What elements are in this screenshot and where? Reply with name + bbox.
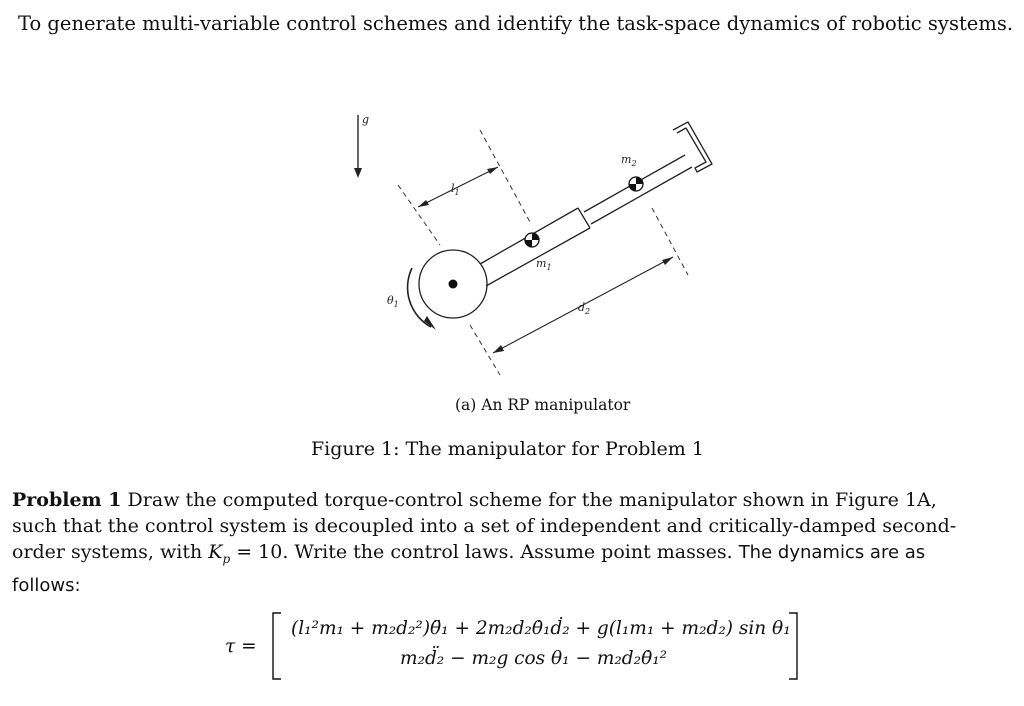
prismatic-label: d2 (578, 301, 590, 316)
figure-subcaption: (a) An RP manipulator (455, 396, 631, 414)
figure-caption: Figure 1: The manipulator for Problem 1 (311, 438, 704, 460)
rp-manipulator-figure: g m1 m2 l1 (354, 113, 713, 376)
kp-subscript: p (222, 551, 231, 566)
mass-1-marker (524, 232, 540, 248)
left-bracket (272, 612, 281, 680)
mass-1-label: m1 (536, 257, 552, 272)
link-length-label: l1 (451, 182, 460, 197)
base-joint-outer (418, 249, 488, 319)
gripper (672, 121, 713, 173)
equation-lhs: τ = (225, 636, 257, 657)
dynamics-equation: τ = (l₁²m₁ + m₂d₂²)θ̈₁ + 2m₂d₂θ̇₁ḋ₂ + g(… (225, 612, 805, 684)
base-joint-center (448, 279, 458, 289)
right-bracket (789, 612, 798, 680)
theta-arc (406, 267, 436, 330)
gravity-label: g (362, 113, 369, 126)
dimension-guides (397, 129, 689, 376)
mass-2-label: m2 (621, 153, 637, 168)
dynamics-intro: The dynamics are as follows: (12, 542, 926, 596)
problem-heading: Problem 1 (12, 489, 122, 511)
problem-text: Draw the computed torque-control scheme … (12, 489, 957, 563)
kp-value-text: = 10. Write the control laws. Assume poi… (230, 541, 739, 563)
angle-label: θ1 (387, 294, 399, 309)
equation-row-2: m₂d̈₂ − m₂g cos θ₁ − m₂d₂θ̇₁² (400, 648, 668, 669)
d2-dimension (492, 256, 674, 354)
mass-2-marker (628, 176, 644, 192)
equation-row-1: (l₁²m₁ + m₂d₂²)θ̈₁ + 2m₂d₂θ̇₁ḋ₂ + g(l₁m₁… (291, 618, 791, 639)
gravity-arrow (354, 115, 362, 178)
objective-statement: To generate multi-variable control schem… (18, 12, 1014, 35)
l1-dimension (417, 166, 499, 208)
kp-symbol: K (208, 541, 223, 563)
problem-statement: Problem 1 Draw the computed torque-contr… (12, 487, 982, 599)
